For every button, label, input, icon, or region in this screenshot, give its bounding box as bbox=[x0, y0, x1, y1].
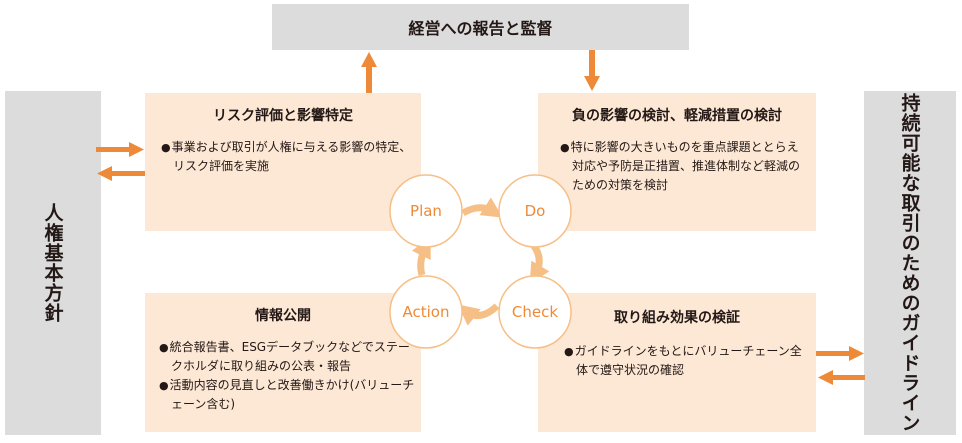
human-rights-policy-label: 人権基本方針 bbox=[41, 203, 64, 323]
up-arrow-to-management bbox=[361, 52, 377, 93]
mitigation-bullet: 特に影響の大きいものを重点課題ととらえ対応や予防是正措置、推進体制など軽減のため… bbox=[560, 138, 810, 195]
disclosure-panel: 情報公開 統合報告書、ESGデータブックなどでステークホルダに取り組みの公表・報… bbox=[145, 293, 421, 432]
disclosure-title: 情報公開 bbox=[255, 308, 311, 324]
down-arrow-from-management bbox=[584, 50, 600, 91]
action-node: Action bbox=[389, 275, 463, 349]
risk-assessment-panel: リスク評価と影響特定 事業および取引が人権に与える影響の特定、リスク評価を実施 bbox=[145, 93, 421, 231]
action-to-plan-arrow bbox=[411, 236, 431, 277]
do-label: Do bbox=[525, 202, 546, 220]
plan-label: Plan bbox=[410, 202, 442, 220]
management-report-label: 経営への報告と監督 bbox=[408, 19, 553, 38]
management-report-box: 経営への報告と監督 bbox=[272, 4, 689, 50]
left-arrow-left bbox=[97, 166, 145, 181]
verification-panel: 取り組み効果の検証 ガイドラインをもとにバリューチェーン全体で遵守状況の確認 bbox=[538, 293, 816, 432]
plan-to-do-arrow bbox=[461, 197, 503, 218]
right-arrow-left bbox=[818, 370, 865, 385]
disclosure-bullet-1: 統合報告書、ESGデータブックなどでステークホルダに取り組みの公表・報告 bbox=[159, 338, 421, 376]
do-to-check-arrow bbox=[529, 243, 550, 285]
check-node: Check bbox=[498, 275, 572, 349]
mitigation-panel: 負の影響の検討、軽減措置の検討 特に影響の大きいものを重点課題ととらえ対応や予防… bbox=[538, 93, 816, 231]
sustainable-guideline-label: 持続可能な取引のためのガイドライン bbox=[898, 93, 921, 433]
risk-assessment-title: リスク評価と影響特定 bbox=[213, 108, 353, 124]
do-node: Do bbox=[498, 174, 572, 248]
mitigation-title: 負の影響の検討、軽減措置の検討 bbox=[572, 108, 782, 124]
action-label: Action bbox=[403, 303, 450, 321]
check-label: Check bbox=[512, 303, 558, 321]
left-arrow-right bbox=[96, 142, 144, 157]
check-to-action-arrow bbox=[457, 303, 500, 326]
plan-node: Plan bbox=[389, 174, 463, 248]
verification-bullet: ガイドラインをもとにバリューチェーン全体で遵守状況の確認 bbox=[564, 342, 810, 380]
human-rights-policy-bar: 人権基本方針 bbox=[5, 91, 101, 435]
sustainable-guideline-bar: 持続可能な取引のためのガイドライン bbox=[864, 91, 956, 435]
right-arrow-right bbox=[816, 346, 864, 361]
verification-title: 取り組み効果の検証 bbox=[614, 310, 740, 326]
disclosure-bullet-2: 活動内容の見直しと改善働きかけ(バリューチェーン含む) bbox=[159, 376, 421, 414]
risk-assessment-bullet: 事業および取引が人権に与える影響の特定、リスク評価を実施 bbox=[161, 138, 415, 176]
